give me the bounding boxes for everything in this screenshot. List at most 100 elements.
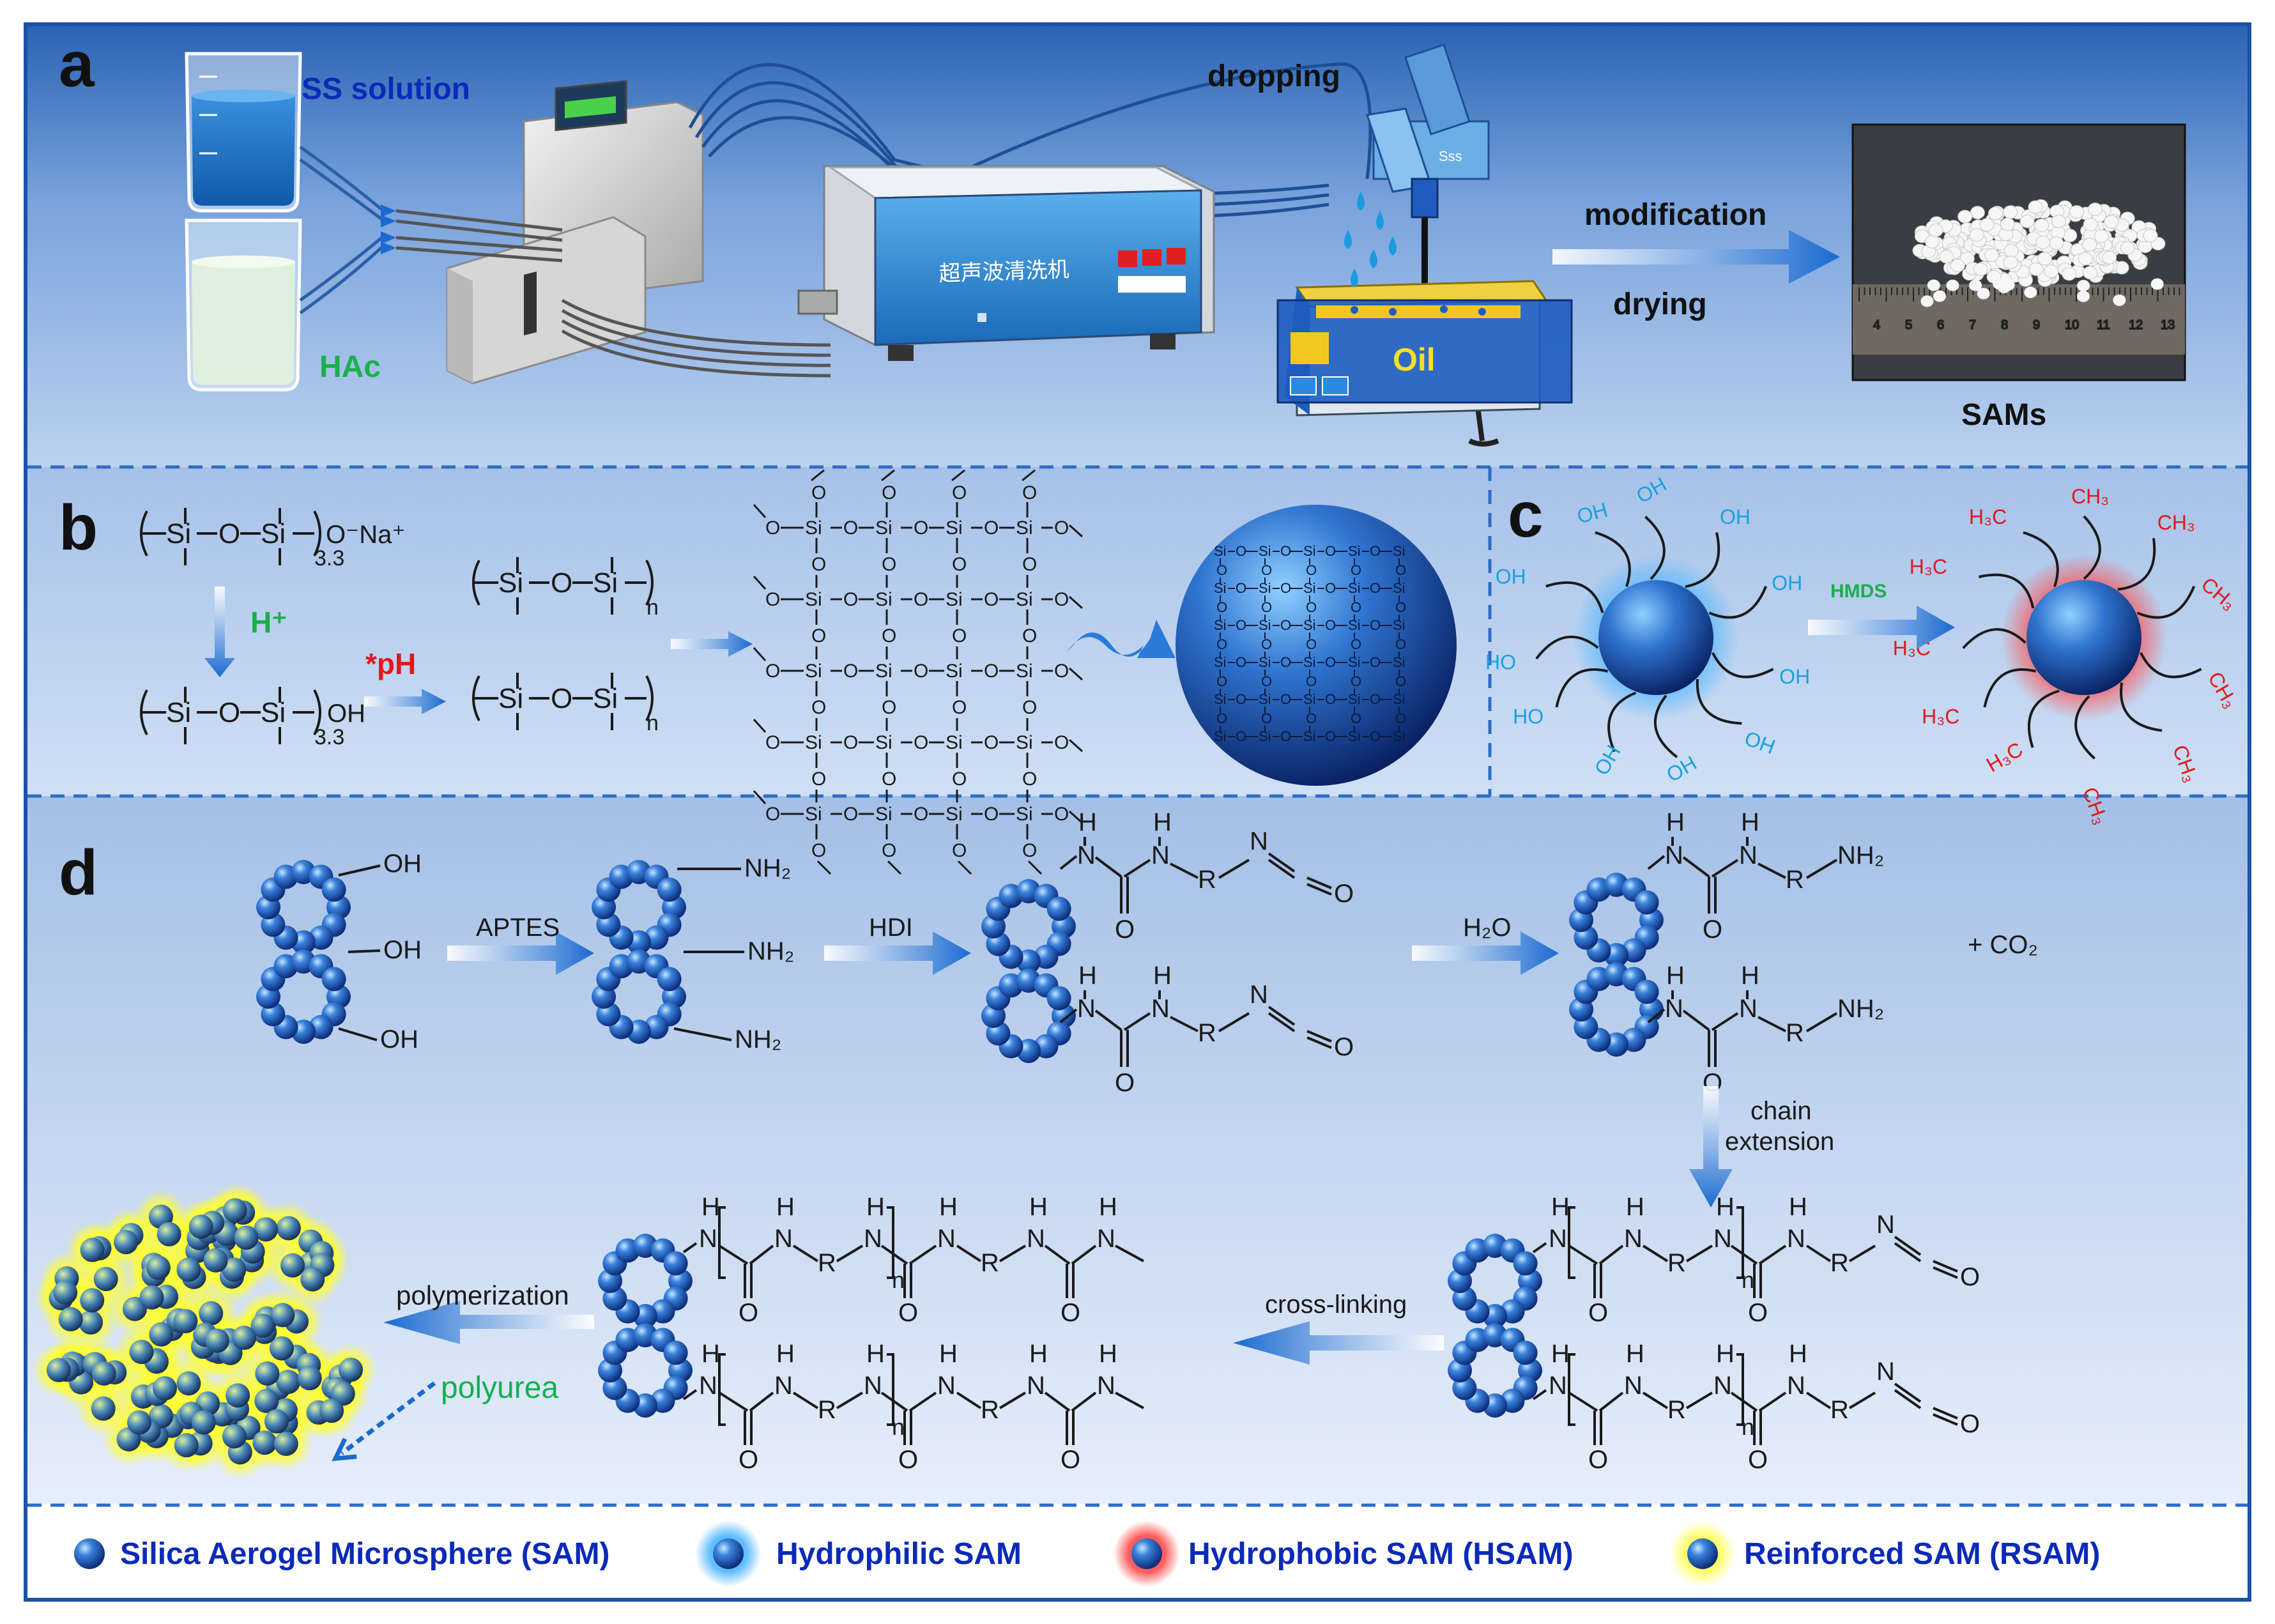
bond (999, 1245, 1027, 1262)
tentacle (2023, 531, 2059, 587)
network-si: Si (946, 804, 963, 825)
chem-h: H (1153, 961, 1172, 990)
bond (1848, 1245, 1876, 1262)
hydroxyl-label: HO (1485, 651, 1516, 674)
network-o: O (1022, 554, 1037, 575)
sphere-o: O (1306, 710, 1317, 726)
sam-bead (1979, 218, 1995, 232)
chem-n: N (937, 1225, 956, 1253)
chem-n: N (699, 1372, 717, 1400)
tentacle (1545, 581, 1604, 613)
sam-bead (1977, 287, 1990, 300)
ruler-number: 10 (2065, 318, 2079, 332)
rsam-bead (79, 1310, 103, 1335)
tentacle (1962, 628, 2026, 649)
sphere-o: O (1351, 710, 1361, 726)
arrow-hdi (824, 931, 971, 975)
methyl-label: CH₃ (2071, 485, 2109, 508)
sam-bead (2051, 214, 2066, 228)
sam-bead (1634, 890, 1659, 915)
rsam-bead (232, 1326, 257, 1351)
chem-r: R (1786, 1019, 1804, 1047)
chem-h: H (1029, 1340, 1048, 1368)
chem-nh2: NH₂ (744, 854, 791, 882)
bond (1647, 1008, 1666, 1023)
network-o: O (811, 840, 826, 861)
bond (1598, 1245, 1624, 1265)
label-hac: HAc (319, 350, 381, 384)
ruler-number: 12 (2129, 318, 2143, 332)
rsam-bead (149, 1322, 174, 1347)
sam-bead (2120, 241, 2135, 255)
sam-bead (1988, 206, 2003, 220)
ruler-number: 4 (1873, 318, 1880, 332)
sphere-o: O (1395, 636, 1406, 652)
sam-bead (1513, 1340, 1538, 1365)
network-o: O (811, 697, 826, 718)
rsam-bead (91, 1361, 116, 1386)
chem-n: N (699, 1225, 717, 1253)
sam-bead (2034, 218, 2049, 233)
sam-bead (663, 1251, 688, 1276)
chem-h: H (1789, 1193, 1807, 1221)
sam-bead (2019, 214, 2035, 228)
bond (1044, 1245, 1071, 1265)
network-o: O (811, 625, 826, 647)
beaker-hac (185, 218, 302, 392)
bond (718, 1391, 749, 1412)
hydroxyl-label: OH (1720, 505, 1750, 528)
network-o: O (843, 517, 858, 539)
sphere-o: O (1306, 673, 1317, 689)
chem-n: N (1097, 1225, 1115, 1253)
rsam-bead (91, 1396, 116, 1421)
chem-n: N (774, 1372, 793, 1400)
bond (1805, 859, 1838, 879)
legend-label-hydrophobic: Hydrophobic SAM (HSAM) (1188, 1537, 1574, 1571)
sphere-si: Si (1259, 654, 1271, 670)
sphere-o: O (1351, 562, 1361, 578)
bond (1068, 524, 1084, 538)
arrow-cross-linking (1233, 1321, 1444, 1365)
chem-o: O (1115, 915, 1135, 944)
ruler-number: 8 (2001, 318, 2008, 332)
sphere-o: O (1216, 562, 1227, 578)
chem-h: H (1666, 961, 1685, 990)
atom-si: Si (498, 567, 523, 599)
chem-h: H (1153, 808, 1172, 836)
bond (957, 860, 972, 875)
sphere-o: O (1370, 728, 1381, 744)
chem-h: H (939, 1193, 958, 1221)
sam-bead (1046, 896, 1071, 921)
sphere-o: O (1280, 543, 1291, 559)
bond (908, 1391, 937, 1412)
chem-h: H (776, 1340, 795, 1368)
sphere-si: Si (1393, 580, 1406, 596)
bond (1894, 1389, 1922, 1409)
bond (1711, 859, 1739, 878)
sphere-o: O (1280, 580, 1291, 596)
sphere-si: Si (1393, 691, 1406, 707)
ruler-number: 9 (2033, 318, 2040, 332)
rsam-bead (270, 1303, 295, 1328)
sam-bead (1927, 279, 1940, 291)
sphere-o: O (1236, 728, 1246, 744)
chem-o: O (1061, 1299, 1080, 1327)
methyl-label: H₃C (1922, 705, 1959, 728)
chem-n: N (937, 1372, 956, 1400)
panel-c-chemistry: OHOHOHOHOHOHOHOHHOHOOHH₃CCH₃CH₃CH₃CH₃CH₃… (1485, 473, 2242, 828)
rsam-bead (250, 1314, 275, 1338)
tentacle (2136, 585, 2196, 619)
bond (1758, 862, 1786, 879)
bond (811, 469, 825, 482)
sphere-si: Si (1393, 543, 1406, 559)
chem-r: R (1830, 1396, 1849, 1424)
sphere-o: O (1395, 562, 1406, 578)
bracket (1568, 1206, 1575, 1279)
sam-bead (1984, 248, 2000, 262)
arrow-h-plus (204, 586, 235, 677)
sphere-si: Si (1348, 691, 1361, 707)
rsam-bead (234, 1225, 259, 1250)
sam-bead (657, 967, 682, 992)
sphere-o: O (1395, 710, 1406, 726)
network-o: O (952, 554, 967, 575)
